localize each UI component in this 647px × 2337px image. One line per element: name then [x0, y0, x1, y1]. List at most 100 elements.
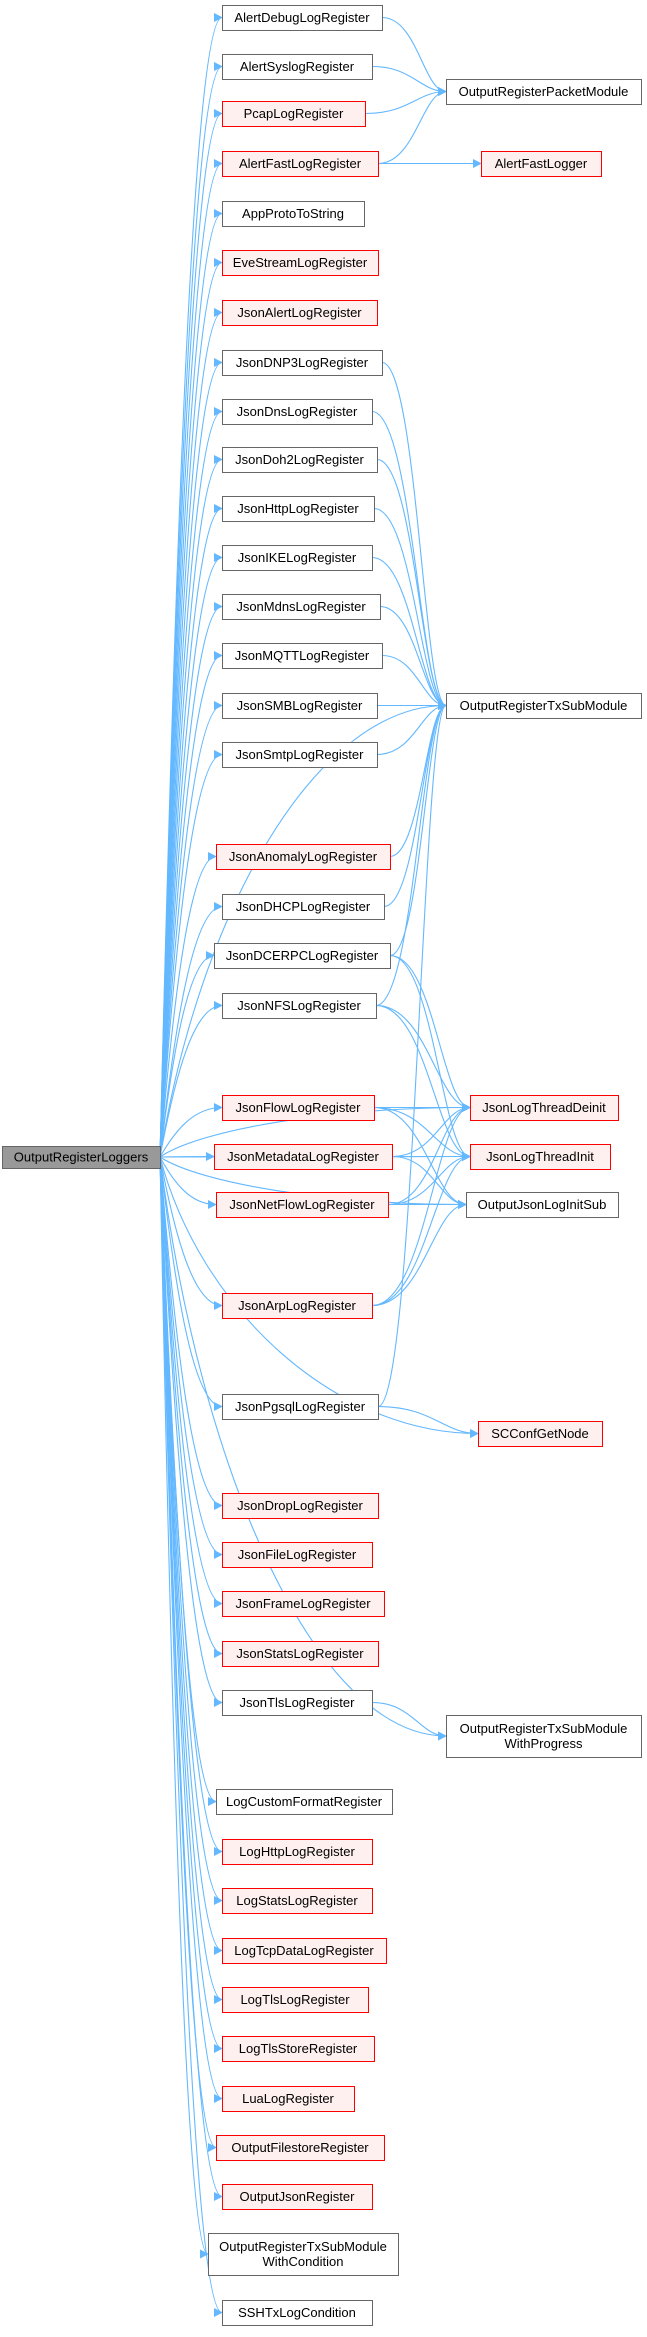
node-box[interactable] — [222, 350, 383, 376]
node-box[interactable] — [222, 1493, 379, 1519]
node-json-log-thread-init[interactable]: JsonLogThreadInit — [470, 1144, 611, 1170]
node-box[interactable] — [222, 1095, 375, 1121]
node-box[interactable] — [470, 1095, 619, 1121]
node-box[interactable] — [222, 54, 373, 80]
node-json-stats-log-register[interactable]: JsonStatsLogRegister — [222, 1641, 379, 1667]
node-json-ike-log-register[interactable]: JsonIKELogRegister — [222, 545, 373, 571]
node-box[interactable] — [208, 2233, 399, 2276]
node-json-nfs-log-register[interactable]: JsonNFSLogRegister — [222, 993, 377, 1019]
node-box[interactable] — [470, 1144, 611, 1170]
node-json-alert-log-register[interactable]: JsonAlertLogRegister — [222, 300, 378, 326]
node-app-proto-to-string[interactable]: AppProtoToString — [222, 201, 365, 227]
node-log-tls-store-register[interactable]: LogTlsStoreRegister — [222, 2036, 375, 2062]
node-alert-fast-log-register[interactable]: AlertFastLogRegister — [222, 151, 379, 177]
node-box[interactable] — [446, 79, 642, 105]
node-pcap-log-register[interactable]: PcapLogRegister — [222, 101, 366, 127]
node-log-tls-log-register[interactable]: LogTlsLogRegister — [222, 1987, 369, 2013]
node-log-http-log-register[interactable]: LogHttpLogRegister — [222, 1839, 373, 1865]
node-json-dnp3-log-register[interactable]: JsonDNP3LogRegister — [222, 350, 383, 376]
node-box[interactable] — [222, 101, 366, 127]
node-box[interactable] — [222, 151, 379, 177]
node-json-frame-log-register[interactable]: JsonFrameLogRegister — [222, 1591, 385, 1617]
node-json-anomaly-log-register[interactable]: JsonAnomalyLogRegister — [216, 844, 391, 870]
node-output-register-loggers[interactable]: OutputRegisterLoggers — [2, 1146, 161, 1169]
node-box[interactable] — [222, 300, 378, 326]
node-box[interactable] — [222, 594, 381, 620]
node-output-register-packet-module[interactable]: OutputRegisterPacketModule — [446, 79, 642, 105]
node-box[interactable] — [222, 5, 383, 31]
node-eve-stream-log-register[interactable]: EveStreamLogRegister — [222, 250, 379, 276]
node-box[interactable] — [222, 1641, 379, 1667]
node-json-log-thread-deinit[interactable]: JsonLogThreadDeinit — [470, 1095, 619, 1121]
node-box[interactable] — [216, 1192, 389, 1218]
node-json-mdns-log-register[interactable]: JsonMdnsLogRegister — [222, 594, 381, 620]
node-json-dhcp-log-register[interactable]: JsonDHCPLogRegister — [222, 894, 385, 920]
node-box[interactable] — [222, 2086, 355, 2112]
node-box[interactable] — [222, 2036, 375, 2062]
node-box[interactable] — [222, 643, 383, 669]
node-json-drop-log-register[interactable]: JsonDropLogRegister — [222, 1493, 379, 1519]
node-log-tcp-data-log-register[interactable]: LogTcpDataLogRegister — [222, 1938, 387, 1964]
node-box[interactable] — [222, 894, 385, 920]
node-box[interactable] — [2, 1146, 161, 1169]
node-box[interactable] — [216, 1789, 393, 1815]
node-log-stats-log-register[interactable]: LogStatsLogRegister — [222, 1888, 373, 1914]
node-box[interactable] — [214, 1144, 393, 1170]
node-output-json-register[interactable]: OutputJsonRegister — [222, 2184, 373, 2210]
node-box[interactable] — [222, 496, 375, 522]
node-box[interactable] — [222, 447, 378, 473]
node-log-custom-format-register[interactable]: LogCustomFormatRegister — [216, 1789, 393, 1815]
node-json-arp-log-register[interactable]: JsonArpLogRegister — [222, 1293, 373, 1319]
node-box[interactable] — [222, 1938, 387, 1964]
node-box[interactable] — [222, 742, 378, 768]
node-box[interactable] — [222, 693, 378, 719]
node-ssh-tx-log-condition[interactable]: SSHTxLogCondition — [222, 2300, 373, 2326]
node-json-mqtt-log-register[interactable]: JsonMQTTLogRegister — [222, 643, 383, 669]
node-box[interactable] — [222, 201, 365, 227]
node-box[interactable] — [222, 2300, 373, 2326]
node-box[interactable] — [478, 1421, 603, 1447]
node-box[interactable] — [222, 1690, 373, 1716]
node-box[interactable] — [222, 1987, 369, 2013]
node-json-tls-log-register[interactable]: JsonTlsLogRegister — [222, 1690, 373, 1716]
node-box[interactable] — [222, 2184, 373, 2210]
node-lua-log-register[interactable]: LuaLogRegister — [222, 2086, 355, 2112]
node-box[interactable] — [222, 545, 373, 571]
node-box[interactable] — [222, 1591, 385, 1617]
node-json-net-flow-log-register[interactable]: JsonNetFlowLogRegister — [216, 1192, 389, 1218]
node-json-dcerpc-log-register[interactable]: JsonDCERPCLogRegister — [214, 943, 391, 969]
node-box[interactable] — [222, 1542, 373, 1568]
node-box[interactable] — [446, 693, 642, 719]
node-output-register-tx-sub-module[interactable]: OutputRegisterTxSubModule — [446, 693, 642, 719]
node-json-smtp-log-register[interactable]: JsonSmtpLogRegister — [222, 742, 378, 768]
node-box[interactable] — [222, 1839, 373, 1865]
node-box[interactable] — [222, 399, 373, 425]
node-json-flow-log-register[interactable]: JsonFlowLogRegister — [222, 1095, 375, 1121]
node-box[interactable] — [222, 993, 377, 1019]
node-alert-fast-logger[interactable]: AlertFastLogger — [481, 151, 602, 177]
node-output-json-log-init-sub[interactable]: OutputJsonLogInitSub — [466, 1192, 619, 1218]
node-box[interactable] — [216, 2135, 385, 2161]
node-json-file-log-register[interactable]: JsonFileLogRegister — [222, 1542, 373, 1568]
node-json-pgsql-log-register[interactable]: JsonPgsqlLogRegister — [222, 1394, 379, 1420]
node-json-metadata-log-register[interactable]: JsonMetadataLogRegister — [214, 1144, 393, 1170]
node-box[interactable] — [222, 250, 379, 276]
node-sc-conf-get-node[interactable]: SCConfGetNode — [478, 1421, 603, 1447]
node-alert-syslog-register[interactable]: AlertSyslogRegister — [222, 54, 373, 80]
node-box[interactable] — [214, 943, 391, 969]
node-json-dns-log-register[interactable]: JsonDnsLogRegister — [222, 399, 373, 425]
node-box[interactable] — [222, 1888, 373, 1914]
node-box[interactable] — [222, 1293, 373, 1319]
node-json-smb-log-register[interactable]: JsonSMBLogRegister — [222, 693, 378, 719]
node-json-doh2-log-register[interactable]: JsonDoh2LogRegister — [222, 447, 378, 473]
node-json-http-log-register[interactable]: JsonHttpLogRegister — [222, 496, 375, 522]
node-alert-debug-log-register[interactable]: AlertDebugLogRegister — [222, 5, 383, 31]
node-box[interactable] — [446, 1715, 642, 1758]
node-box[interactable] — [466, 1192, 619, 1218]
node-box[interactable] — [222, 1394, 379, 1420]
node-box[interactable] — [481, 151, 602, 177]
node-box[interactable] — [216, 844, 391, 870]
node-output-filestore-register[interactable]: OutputFilestoreRegister — [216, 2135, 385, 2161]
